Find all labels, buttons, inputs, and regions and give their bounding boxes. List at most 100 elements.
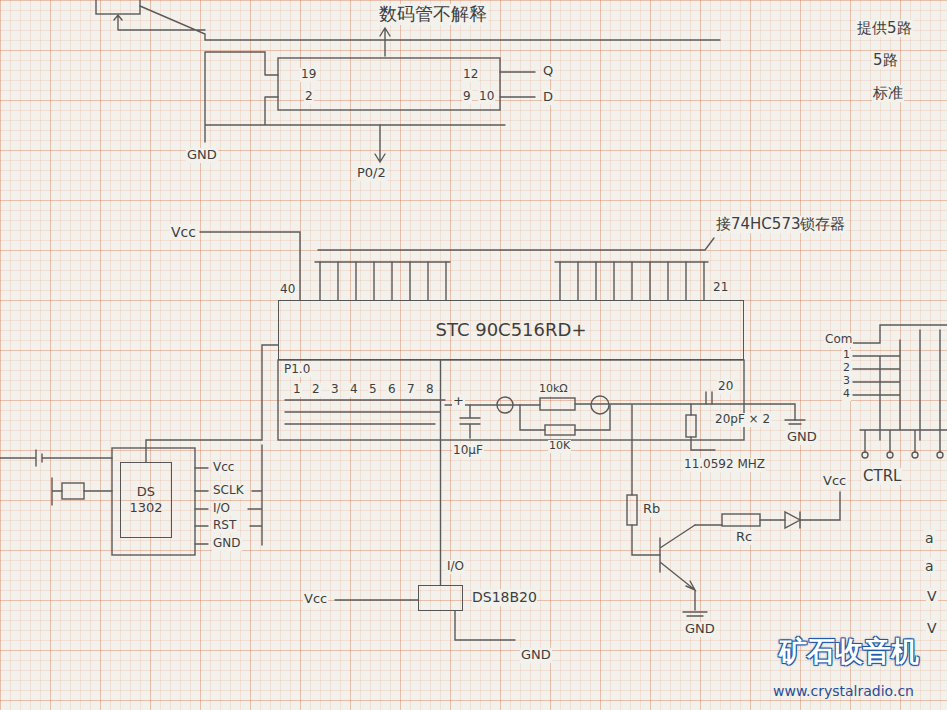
annotation-label: CTRL: [862, 468, 902, 485]
annotation-label: a: [924, 558, 935, 574]
chip-outline: [278, 58, 500, 110]
crystal-symbol: [686, 415, 696, 437]
annotation-label: 10K: [548, 440, 571, 453]
annotation-label: 1: [292, 383, 302, 397]
annotation-label: 2: [311, 383, 321, 397]
ground-symbol: [785, 420, 805, 424]
wire-connector: [146, 345, 278, 462]
resistor-symbol: [540, 398, 575, 410]
resistor-symbol: [545, 425, 575, 435]
terminal: [862, 452, 868, 458]
annotation-label: GND: [212, 537, 242, 551]
arrow: [380, 28, 390, 56]
annotation-label: 4: [349, 383, 359, 397]
potentiometer-symbol: [96, 0, 140, 14]
wire: [52, 478, 112, 505]
annotation-label: 11.0592 MHZ: [683, 458, 766, 472]
annotation-label: I/O: [212, 502, 231, 516]
component-name: STC 90C516RD+: [436, 319, 587, 341]
annotation-label: 21: [712, 281, 729, 295]
annotation-label: 20pF × 2: [714, 413, 771, 427]
annotation-label: GND: [186, 148, 218, 163]
annotation-label: Rb: [642, 502, 661, 517]
annotation-label: 10μF: [452, 444, 484, 458]
component-name: DS 1302: [121, 484, 171, 515]
annotation-label: +: [452, 394, 465, 409]
annotation-label: 提供5路: [856, 20, 913, 37]
annotation-label: 19: [300, 68, 317, 82]
annotation-label: 10: [478, 90, 495, 104]
component-box: DS18B20: [418, 585, 463, 611]
terminal: [937, 452, 943, 458]
arrow: [375, 125, 385, 162]
annotation-label: 8: [425, 383, 435, 397]
annotation-label: Rc: [735, 530, 753, 545]
resistor-symbol: [722, 514, 760, 526]
crystal-symbol: [62, 483, 84, 499]
annotation-label: GND: [520, 648, 552, 663]
component-box: STC 90C516RD+: [278, 300, 744, 360]
annotation-label: 5: [368, 383, 378, 397]
annotation-label: Vcc: [303, 592, 328, 607]
component-name: DS18B20: [472, 589, 537, 606]
annotation-label: RST: [212, 519, 237, 533]
annotation-label: Vcc: [170, 224, 197, 240]
annotation-label: V: [926, 620, 938, 636]
bus-lines: [315, 238, 714, 262]
annotation-label: a: [924, 530, 935, 546]
terminal: [912, 452, 918, 458]
annotation-label: 6: [387, 383, 397, 397]
diode-symbol: [785, 512, 800, 528]
wire: [200, 232, 300, 300]
wire: [205, 52, 535, 142]
annotation-label: I/O: [446, 560, 465, 574]
switch-symbol: [591, 396, 609, 414]
annotation-label: 1: [842, 349, 851, 362]
component-box: DS 1302: [120, 462, 172, 538]
watermark: 矿石收音机: [778, 636, 920, 668]
battery-symbol: [0, 450, 112, 466]
annotation-label: GND: [684, 622, 716, 637]
annotation-label: 3: [842, 375, 851, 388]
terminal: [887, 452, 893, 458]
module-outline: [112, 448, 195, 555]
display-wiring: [853, 325, 947, 452]
watermark: www.crystalradio.cn: [772, 683, 915, 699]
wire-connector: [440, 360, 441, 585]
capacitor-symbol: [460, 405, 480, 438]
annotation-label: P1.0: [283, 363, 311, 377]
wire: [632, 405, 660, 555]
annotation-label: 40: [279, 283, 296, 297]
annotation-label: 5路: [872, 52, 899, 69]
annotation-label: 2: [842, 362, 851, 375]
annotation-label: Com: [824, 333, 853, 347]
annotation-label: 标准: [872, 85, 904, 102]
ground-symbol: [683, 612, 707, 616]
pin-lines: [320, 262, 704, 300]
annotation-label: 10kΩ: [538, 383, 569, 396]
annotation-label: SCLK: [212, 484, 245, 498]
annotation-label: 数码管不解释: [378, 4, 488, 25]
annotation-label: P0/2: [356, 166, 387, 181]
annotation-label: 接74HC573锁存器: [715, 216, 846, 233]
annotation-label: Vcc: [822, 474, 847, 489]
annotation-label: Q: [542, 64, 554, 79]
crystal-wires: [691, 392, 715, 450]
transistor-symbol: [660, 525, 695, 610]
annotation-label: 12: [462, 68, 479, 82]
annotation-label: 20: [717, 380, 734, 394]
annotation-label: D: [542, 90, 554, 105]
wire: [335, 600, 515, 640]
annotation-label: 4: [842, 388, 851, 401]
annotation-label: GND: [786, 430, 818, 445]
pin-lines: [195, 445, 262, 545]
annotation-label: 2: [304, 90, 314, 104]
annotation-label: 9: [462, 90, 472, 104]
wire: [695, 492, 840, 525]
annotation-label: 3: [330, 383, 340, 397]
annotation-label: 7: [406, 383, 416, 397]
switch-symbol: [497, 397, 513, 413]
resistor-symbol: [627, 495, 637, 525]
wire: [520, 405, 610, 430]
annotation-label: Vcc: [212, 461, 235, 475]
